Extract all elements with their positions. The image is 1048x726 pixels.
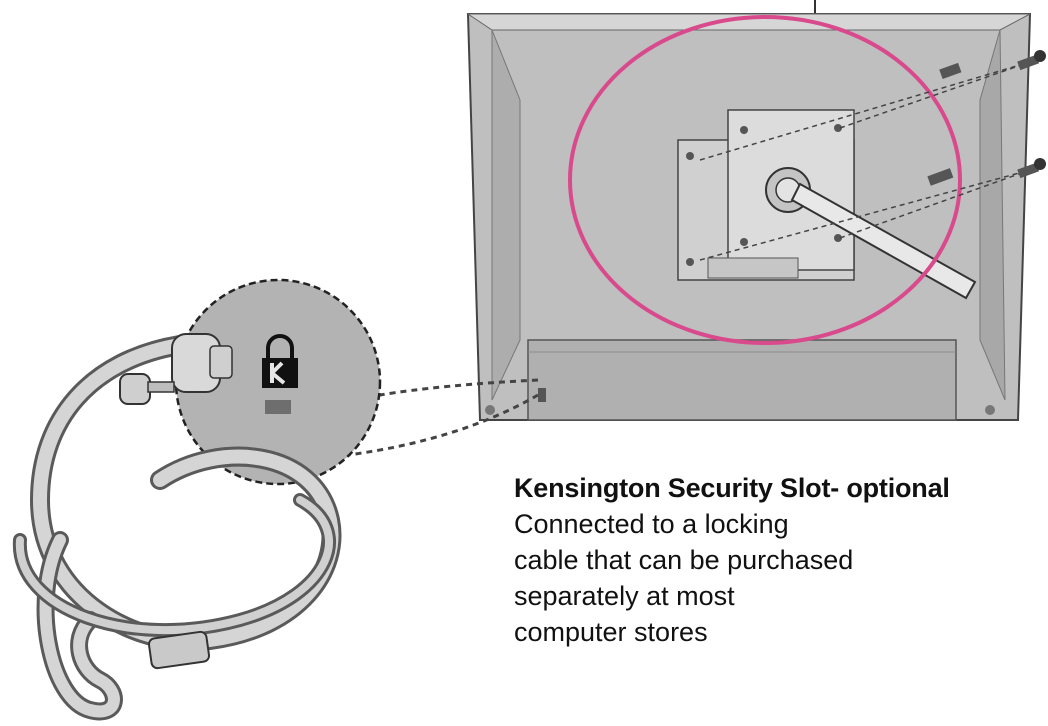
zoom-connector <box>347 378 539 457</box>
caption-line: Connected to a locking <box>514 509 789 539</box>
highlight-circle <box>568 15 962 345</box>
kensington-slot-icon <box>265 400 291 414</box>
lock-and-cable <box>12 333 342 721</box>
screw-icon <box>1017 158 1046 179</box>
caption-line: computer stores <box>514 617 708 647</box>
key-icon <box>119 373 175 405</box>
caption-title: Kensington Security Slot- optional <box>514 473 950 503</box>
caption-line: cable that can be purchased <box>514 545 854 575</box>
screw-icon <box>1017 50 1046 71</box>
kensington-slot-icon <box>538 388 546 402</box>
kensington-logo-icon <box>262 334 298 388</box>
caption-block: Kensington Security Slot- optional Conne… <box>514 470 1034 650</box>
caption-line: separately at most <box>514 581 735 611</box>
mounting-screws <box>699 50 1046 261</box>
